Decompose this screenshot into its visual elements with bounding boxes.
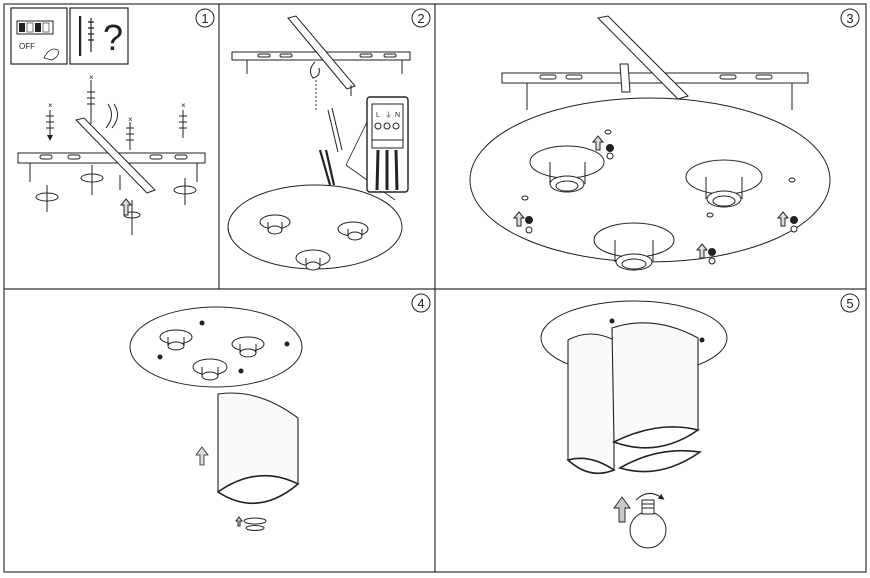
question-mark: ? [103,17,123,58]
terminal-block-inset: L ⏚ N [345,96,409,201]
tools-box: ? [69,7,129,65]
step-5-panel: 5 [540,293,860,549]
step-3-badge: 3 [840,8,860,28]
step-2-badge: 2 [411,8,431,28]
socket-2b [337,221,369,241]
wires [315,80,343,190]
socket-3b [685,159,763,208]
canopy-plate-3 [469,97,831,271]
socket-4c [192,358,228,381]
fixing-ring-4 [235,516,267,531]
canopy-plate-2 [227,184,403,271]
step-3-number: 3 [846,11,853,26]
step-5-badge: 5 [840,293,860,313]
mounting-bracket-3 [501,15,809,110]
step-2-panel: 2 L ⏚ N [227,8,431,271]
svg-text:×: × [181,101,186,110]
terminal-label-n: N [395,112,400,119]
mounting-bracket-2 [231,15,411,96]
step-1-number: 1 [201,11,208,26]
terminal-label-earth: ⏚ [385,111,392,119]
step-1-badge: 1 [195,8,215,28]
socket-2a [259,214,291,235]
mounting-bracket-1 [17,117,206,194]
step-4-panel: 4 [129,293,431,531]
step-3-panel: 3 [469,8,860,271]
up-arrow-5 [613,496,631,523]
step-1-panel: 1 OFF ? [10,7,215,235]
socket-4a [159,329,193,351]
svg-text:×: × [48,101,53,110]
fixing-screws-3 [512,129,798,265]
glass-shade-4 [216,392,300,504]
drill-bit-icon [79,16,82,56]
socket-3a [529,145,605,193]
screw-icon [88,18,94,52]
svg-text:×: × [128,115,133,124]
canopy-plate-4 [129,306,303,388]
step-5-number: 5 [846,296,853,311]
up-arrow-4 [195,446,209,466]
panel-grid [3,3,867,573]
socket-3c [593,222,675,271]
step-2-number: 2 [417,11,424,26]
step-4-number: 4 [417,296,424,311]
hand-icon [43,48,59,61]
step-4-badge: 4 [411,293,431,313]
svg-text:×: × [89,73,94,82]
screws-step-1: × × × × [35,73,197,235]
power-off-box: OFF [10,7,68,65]
socket-4b [231,336,265,358]
pliers-icon [105,103,118,129]
socket-2c [295,249,331,271]
terminal-label-l: L [376,112,380,119]
light-bulb-5 [629,493,667,549]
glass-shades-5 [566,322,703,475]
off-label: OFF [19,42,35,51]
